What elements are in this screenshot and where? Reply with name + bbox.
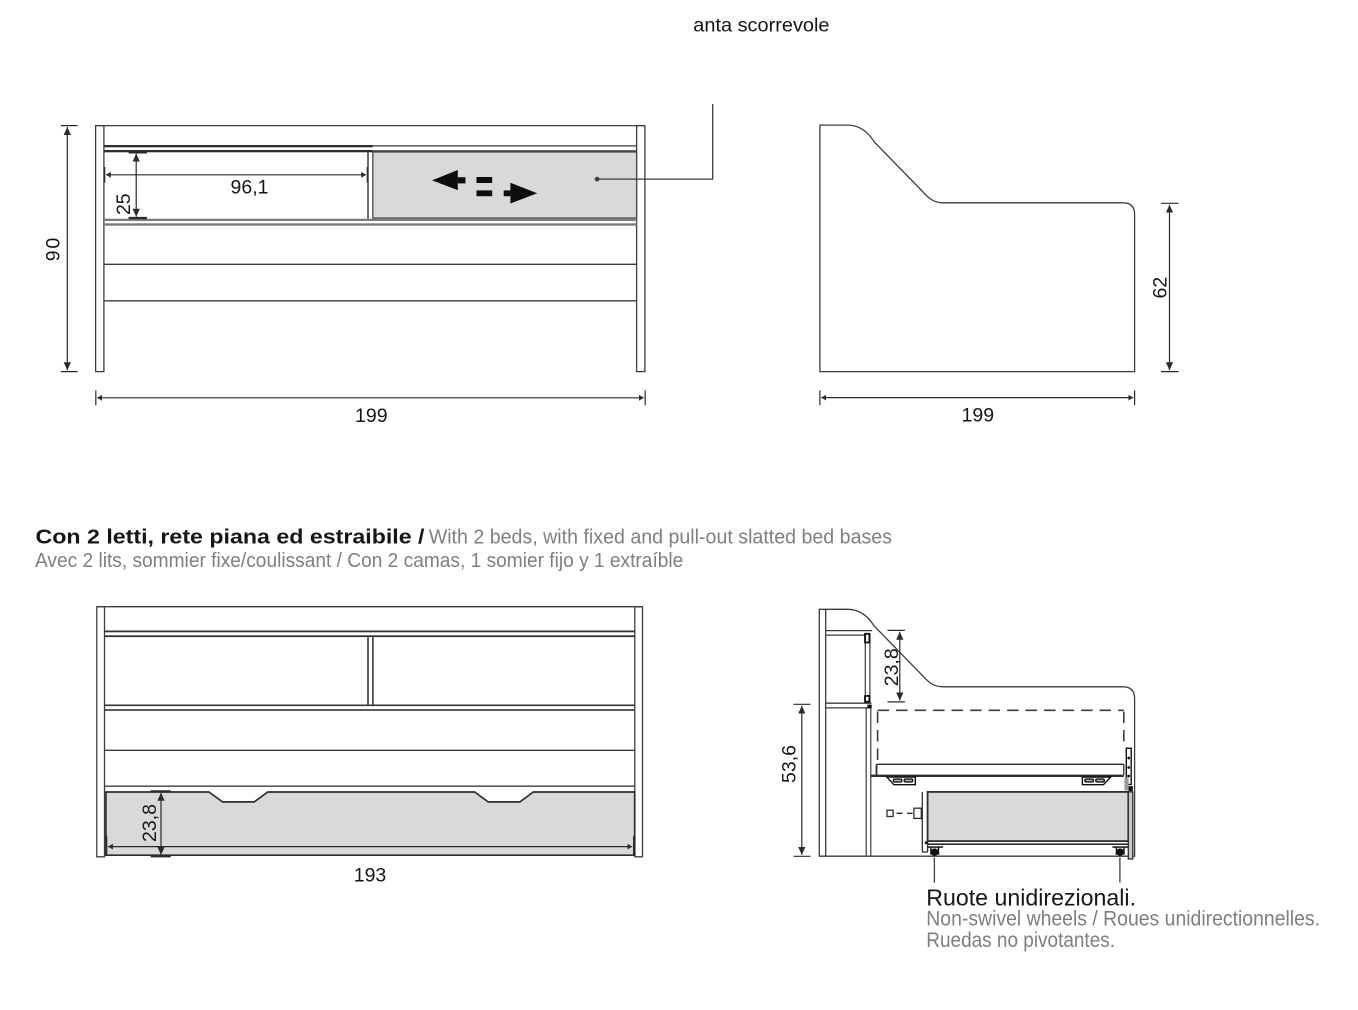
- svg-text:199: 199: [355, 405, 388, 427]
- svg-text:96,1: 96,1: [231, 177, 269, 199]
- svg-text:Avec 2 lits, sommier fixe/coul: Avec 2 lits, sommier fixe/coulissant / C…: [35, 550, 683, 572]
- svg-text:193: 193: [354, 864, 387, 886]
- svg-text:anta scorrevole: anta scorrevole: [693, 14, 829, 36]
- svg-text:62: 62: [1150, 277, 1172, 299]
- svg-text:23,8: 23,8: [881, 648, 903, 686]
- svg-text:Non-swivel wheels / Roues unid: Non-swivel wheels / Roues unidirectionne…: [926, 908, 1320, 931]
- svg-text:Ruedas no pivotantes.: Ruedas no pivotantes.: [926, 929, 1115, 952]
- svg-text:90: 90: [42, 238, 64, 262]
- svg-text:23,8: 23,8: [139, 804, 161, 842]
- svg-text:With 2 beds, with fixed and pu: With 2 beds, with fixed and pull-out sla…: [429, 526, 892, 548]
- svg-text:53,6: 53,6: [778, 745, 800, 783]
- svg-text:199: 199: [962, 404, 995, 426]
- svg-text:Con 2 letti, rete piana ed est: Con 2 letti, rete piana ed estraibile /: [36, 525, 425, 548]
- svg-text:Ruote unidirezionali.: Ruote unidirezionali.: [926, 884, 1136, 910]
- svg-text:25: 25: [113, 193, 135, 215]
